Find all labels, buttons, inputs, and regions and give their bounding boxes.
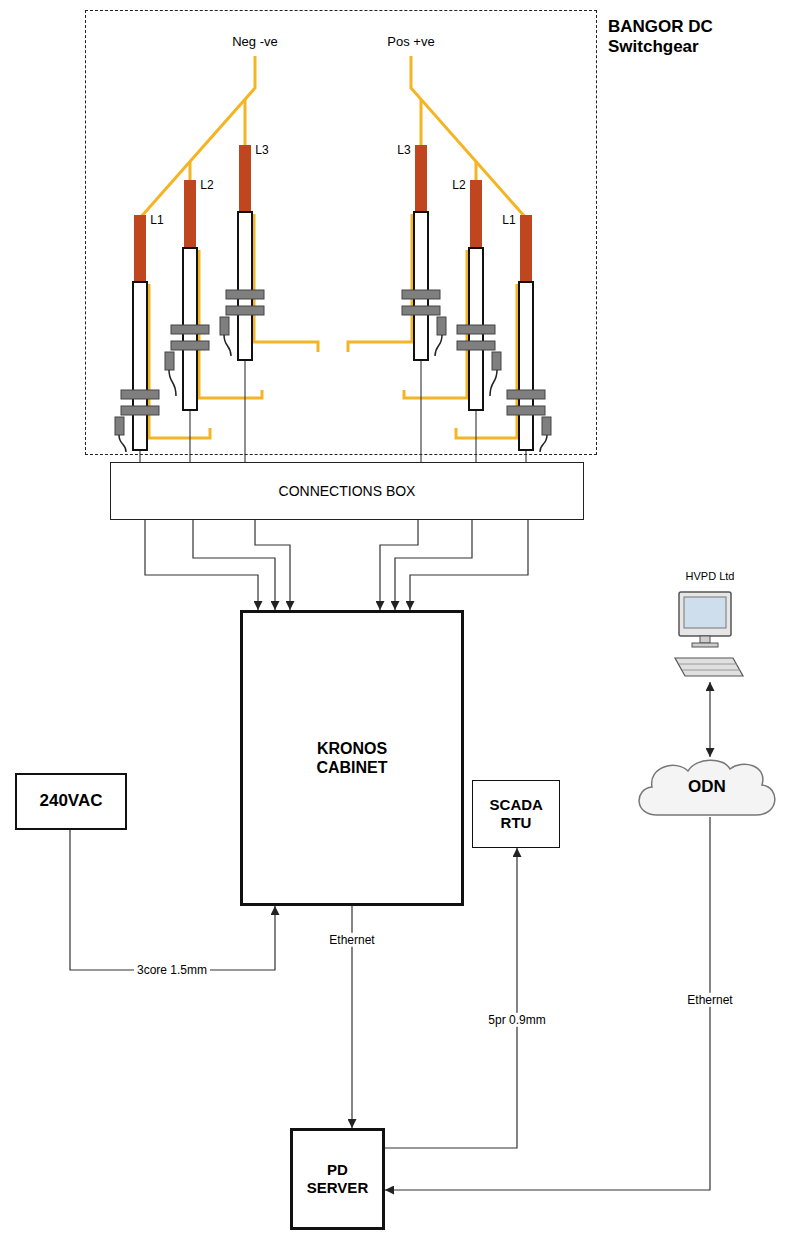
bushing-group (115, 56, 318, 455)
box-label: ODN (688, 777, 726, 797)
scada-rtu-box: SCADA RTU (472, 780, 560, 848)
network-cloud: ODN (632, 757, 782, 817)
connector-line (255, 520, 290, 610)
connector-line (709, 682, 710, 757)
pd-server-box: PD SERVER (290, 1128, 385, 1230)
polarity-label: Pos +ve (387, 35, 434, 50)
enclosure-heading: BANGOR DC Switchgear (608, 17, 748, 58)
box-label: 240VAC (40, 791, 103, 811)
connector-line (475, 455, 476, 462)
connections-box: CONNECTIONS BOX (110, 462, 584, 520)
bushing (220, 145, 318, 455)
phase-label: L2 (200, 179, 213, 193)
power-supply-box: 240VAC (15, 773, 127, 830)
phase-label: L1 (502, 214, 515, 228)
connector-line (145, 520, 258, 610)
cable-label: 5pr 0.9mm (485, 1013, 548, 1027)
phase-label: L1 (150, 214, 163, 228)
connector-line (420, 455, 421, 462)
connector-line (70, 830, 275, 970)
computer-terminal: HVPD Ltd (665, 570, 755, 682)
connector-line (189, 455, 190, 462)
busbar (189, 161, 192, 180)
cable-label: 3core 1.5mm (134, 963, 210, 977)
phase-label: L2 (452, 179, 465, 193)
connector-line (244, 455, 245, 462)
connector-line (410, 520, 528, 610)
bushing-group (348, 56, 551, 455)
connector-line (525, 455, 526, 462)
box-label: HVPD Ltd (686, 570, 735, 583)
kronos-cabinet: KRONOS CABINET (240, 610, 464, 906)
connector-line (385, 817, 710, 1190)
box-label: PD SERVER (307, 1161, 368, 1197)
box-label: SCADA RTU (490, 796, 543, 832)
connector-line (193, 520, 275, 610)
connector-line (385, 848, 517, 1148)
switchgear-enclosure: BANGOR DC Switchgear (85, 10, 597, 455)
bushing (115, 215, 210, 455)
box-label: CONNECTIONS BOX (279, 483, 416, 500)
busbar (140, 56, 255, 218)
connector-line (139, 455, 140, 462)
phase-label: L3 (255, 144, 268, 158)
cable-label: Ethernet (326, 933, 377, 947)
busbar (244, 99, 247, 145)
bushing (165, 180, 262, 455)
cable-label: Ethernet (684, 993, 735, 1007)
phase-label: L3 (397, 144, 410, 158)
connector-line (380, 520, 418, 610)
box-label: KRONOS CABINET (316, 739, 387, 777)
polarity-label: Neg -ve (232, 35, 278, 50)
computer-icon (675, 592, 743, 676)
connector-line (395, 520, 472, 610)
